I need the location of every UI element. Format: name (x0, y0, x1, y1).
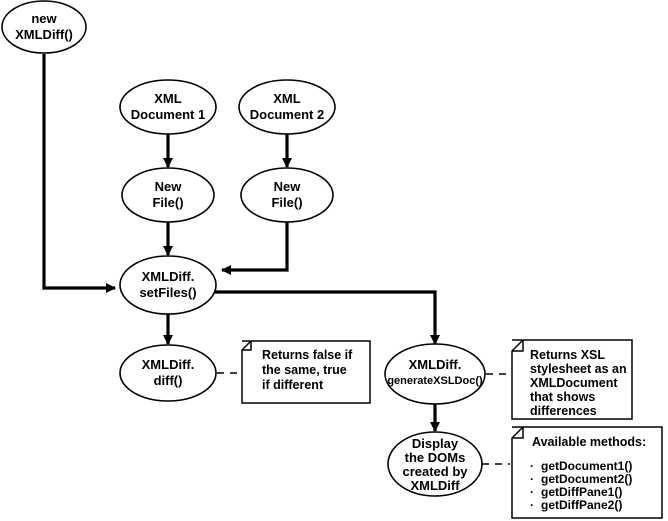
method-bullet-3: · (530, 485, 534, 499)
node-diff-line-1: XMLDiff. (142, 357, 195, 372)
xsl-note-line-1: Returns XSL (530, 348, 605, 362)
method-item-4: getDiffPane2() (541, 498, 622, 512)
diff-note-line-3: if different (262, 378, 324, 392)
node-new-file-2-line-2: File() (271, 195, 302, 210)
node-new-xmldiff-line-1: new (31, 11, 57, 26)
node-new-file-2-line-1: New (274, 179, 302, 194)
edge-setfiles-to-generatexsl (212, 290, 440, 345)
xsl-note-line-4: that shows (530, 390, 595, 404)
node-xml-document-2: XML Document 2 (238, 79, 336, 135)
node-display-doms-line-1: Display (412, 436, 459, 451)
diff-note-line-2: the same, true (262, 363, 347, 377)
node-new-file-1-line-2: File() (152, 195, 183, 210)
node-generate-xsl-doc: XMLDiff. generateXSLDoc() (384, 343, 486, 405)
diff-note-line-1: Returns false if (262, 348, 353, 362)
node-xml-document-1: XML Document 1 (119, 79, 217, 135)
node-new-file-2: New File() (240, 167, 334, 223)
xsl-note-shape (511, 339, 633, 420)
node-xml-document-1-line-1: XML (154, 91, 182, 106)
xsl-note: Returns XSL stylesheet as an XMLDocument… (511, 339, 633, 420)
node-set-files-shape (119, 255, 217, 315)
node-xml-document-2-shape (238, 79, 336, 135)
node-xml-document-1-line-2: Document 1 (131, 107, 205, 122)
node-new-file-1: New File() (121, 167, 215, 223)
method-bullet-1: · (530, 459, 534, 473)
node-display-doms: Display the DOMs created by XMLDiff (387, 431, 483, 497)
diff-note: Returns false if the same, true if diffe… (241, 340, 371, 404)
node-display-doms-shape (387, 431, 483, 497)
node-new-xmldiff-line-2: XMLDiff() (15, 27, 73, 42)
node-set-files: XMLDiff. setFiles() (119, 255, 217, 315)
node-new-xmldiff: new XMLDiff() (1, 0, 87, 54)
methods-note: Available methods: · getDocument1() · ge… (511, 426, 663, 519)
edge-newfile2-to-setfiles (221, 222, 289, 275)
node-generate-xsl-doc-line-2: generateXSLDoc() (387, 375, 483, 387)
node-diff-line-2: diff() (154, 373, 183, 388)
note-links (217, 372, 510, 465)
connectors (42, 54, 440, 432)
node-display-doms-line-2: the DOMs (405, 450, 466, 465)
node-new-file-2-shape (240, 167, 334, 223)
diff-note-shape (241, 340, 371, 404)
node-new-file-1-line-1: New (155, 179, 183, 194)
node-xml-document-1-shape (119, 79, 217, 135)
node-generate-xsl-doc-shape (384, 343, 486, 405)
node-set-files-line-1: XMLDiff. (142, 269, 195, 284)
methods-note-title: Available methods: (532, 435, 646, 449)
node-xml-document-2-line-1: XML (273, 91, 301, 106)
node-display-doms-line-3: created by (402, 464, 468, 479)
node-display-doms-line-4: XMLDiff (410, 478, 460, 493)
node-xml-document-2-line-2: Document 2 (250, 107, 324, 122)
node-generate-xsl-doc-line-1: XMLDiff. (409, 357, 462, 372)
method-item-3: getDiffPane1() (541, 485, 622, 499)
method-bullet-4: · (530, 498, 534, 512)
node-new-file-1-shape (121, 167, 215, 223)
method-item-1: getDocument1() (541, 459, 632, 473)
node-new-xmldiff-shape (1, 0, 87, 54)
xsl-note-line-5: differences (530, 404, 597, 418)
method-item-2: getDocument2() (541, 472, 632, 486)
node-diff-shape (119, 344, 217, 402)
xsl-note-line-3: XMLDocument (530, 376, 618, 390)
xsl-note-line-2: stylesheet as an (530, 362, 627, 376)
node-set-files-line-2: setFiles() (139, 285, 196, 300)
edge-new-xmldiff-to-setfiles (42, 54, 116, 293)
node-diff: XMLDiff. diff() (119, 344, 217, 402)
method-bullet-2: · (530, 472, 534, 486)
methods-note-shape (511, 426, 663, 519)
